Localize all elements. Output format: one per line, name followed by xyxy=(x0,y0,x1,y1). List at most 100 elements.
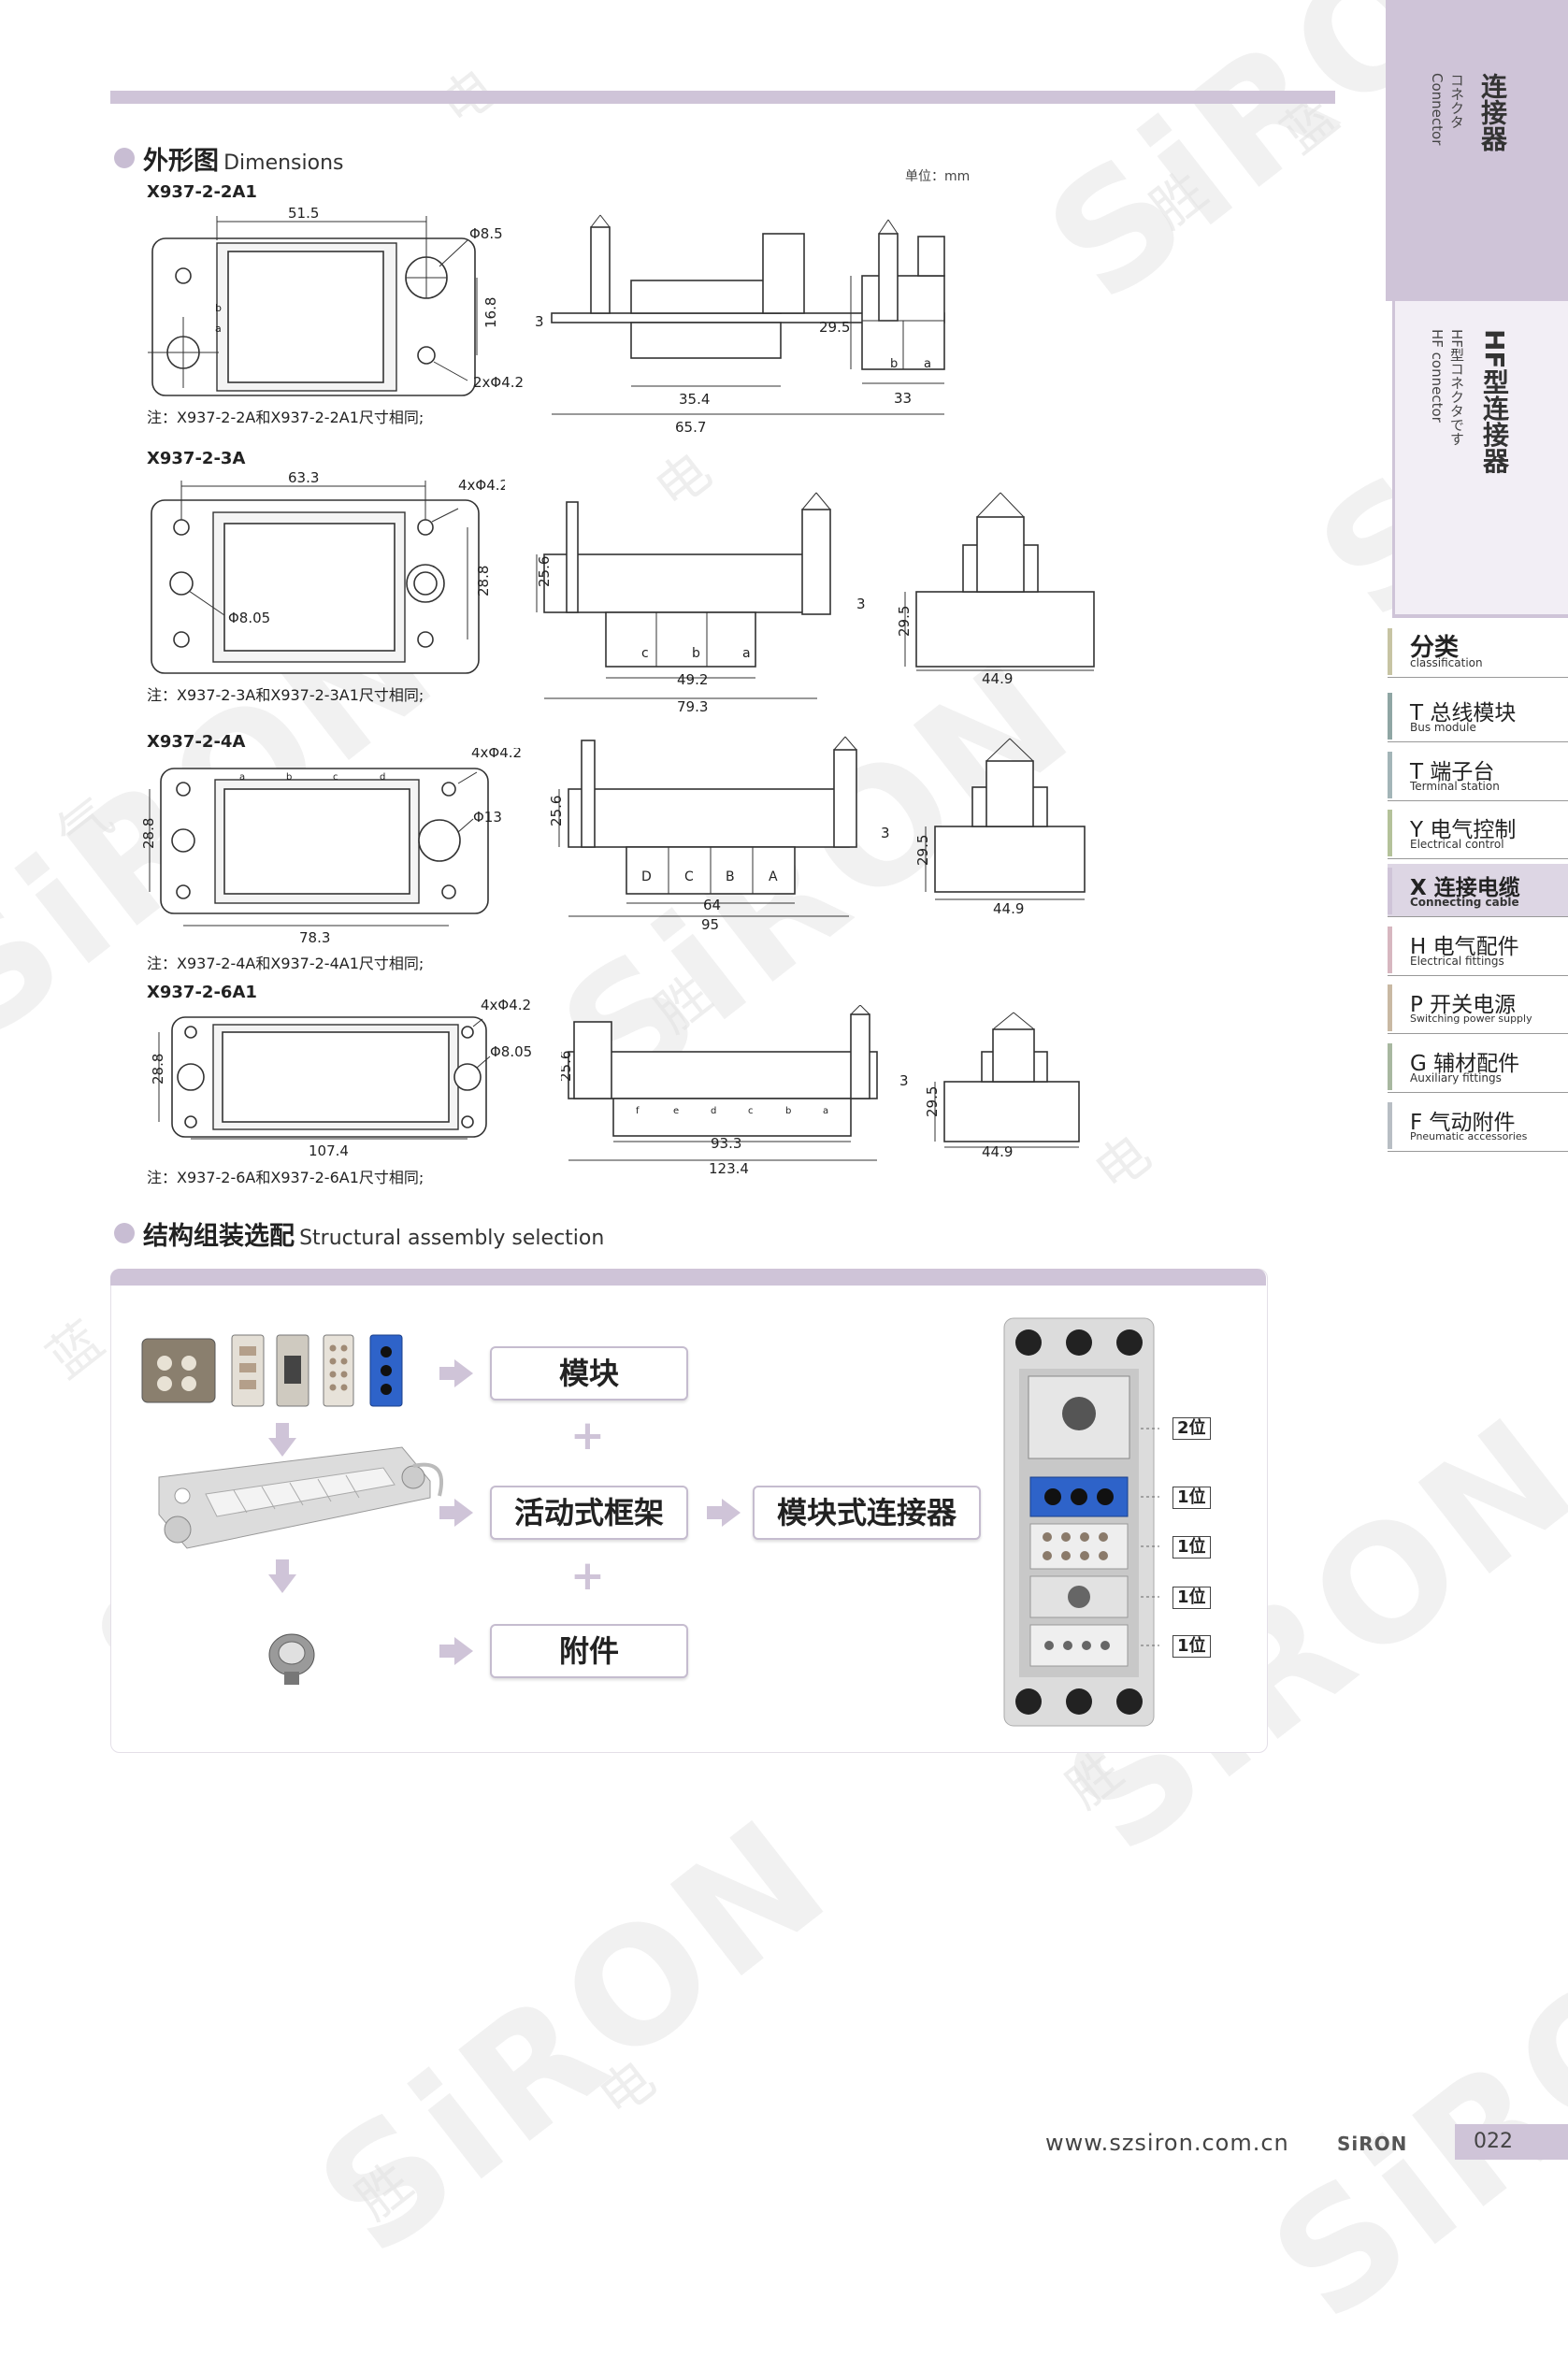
sidebar-item-terminal-station[interactable]: T 端子台 Terminal station xyxy=(1388,748,1568,801)
sidebar-title-jp: コネクタ xyxy=(1448,73,1465,129)
pin-label: a xyxy=(823,1106,828,1116)
dim-label: 51.5 xyxy=(288,205,319,222)
pin-label: b xyxy=(890,357,898,371)
model-label: X937-2-2A1 xyxy=(147,182,257,202)
drawing-x937-2-2a1: 51.5 Φ8.5 16.8 2xΦ4.2 b a 35.4 65.7 3 xyxy=(148,205,945,435)
dim-label: 65.7 xyxy=(675,419,706,435)
sidebar-item-bar xyxy=(1388,1102,1392,1149)
pin-label: b xyxy=(692,646,700,661)
frame-inner xyxy=(227,251,384,383)
page-number-tab: 022 xyxy=(1455,2124,1568,2160)
module-thumb xyxy=(323,1334,354,1407)
drawing-x937-2-4a-front: 4xΦ4.2 Φ13 28.8 78.3 a b c d xyxy=(140,748,522,946)
sidebar-title-cn: 连接器 xyxy=(1477,73,1508,151)
sidebar-item-classification[interactable]: 分类 classification xyxy=(1388,625,1568,678)
drawing-note: 注：X937-2-6A和X937-2-6A1尺寸相同; xyxy=(147,1169,424,1186)
pin-label: a xyxy=(924,357,931,371)
sidebar-item-label: X 连接电缆 xyxy=(1410,876,1520,900)
dim-label: 93.3 xyxy=(711,1135,741,1152)
sidebar-hf-en: HF connector xyxy=(1429,329,1446,423)
pin-label: A xyxy=(769,869,778,884)
sidebar-item-label: P 开关电源 xyxy=(1410,993,1517,1017)
sidebar-hf: HF型连接器 HF型コネクタです HF connector xyxy=(1392,301,1568,618)
watermark-char: 蓝 xyxy=(36,1310,116,1391)
footer-logo: SiRON xyxy=(1337,2133,1408,2155)
dim-label: Φ8.05 xyxy=(228,610,270,626)
arrow-down-icon xyxy=(268,1559,296,1593)
sidebar-item-auxiliary-fittings[interactable]: G 辅材配件 Auxiliary fittings xyxy=(1388,1040,1568,1093)
watermark-logo: SiRON xyxy=(1239,1848,1568,2356)
dim-label: 3 xyxy=(881,825,890,841)
pin-label: c xyxy=(641,646,649,661)
sidebar-item-bar xyxy=(1388,984,1392,1031)
dim-label: 29.5 xyxy=(914,835,931,866)
position-label: 1位 xyxy=(1172,1587,1211,1609)
dim-label: 33 xyxy=(894,390,912,407)
drawing-x937-2-4a-side: 25.6 D C B A 64 95 3 xyxy=(548,736,890,933)
section-subtitle: Dimensions xyxy=(223,151,344,175)
position-label: 1位 xyxy=(1172,1487,1211,1509)
footer-url[interactable]: www.szsiron.com.cn xyxy=(1045,2130,1289,2156)
sidebar-item-bar xyxy=(1388,810,1392,856)
dim-label: Φ13 xyxy=(473,809,502,826)
sidebar-hf-cn: HF型连接器 xyxy=(1479,329,1510,474)
drawing-note: 注：X937-2-3A和X937-2-3A1尺寸相同; xyxy=(147,686,424,704)
arrow-down-icon xyxy=(268,1423,296,1457)
model-label: X937-2-4A xyxy=(147,732,246,752)
drawing-x937-2-6a1-side: 25.6 f e d c b a 93.3 123.4 3 xyxy=(561,1005,909,1177)
section-subtitle: Structural assembly selection xyxy=(299,1227,605,1250)
sidebar-item-bar xyxy=(1388,628,1392,675)
sidebar-header: 连接器 コネクタ Connector xyxy=(1386,0,1568,301)
dim-label: Φ8.05 xyxy=(490,1043,532,1060)
sidebar-item-pneumatic-accessories[interactable]: F 气动附件 Pneumatic accessories xyxy=(1388,1099,1568,1152)
sidebar-item-electrical-fittings[interactable]: H 电气配件 Electrical fittings xyxy=(1388,923,1568,976)
dim-label: 28.8 xyxy=(140,818,157,849)
frame-image xyxy=(158,1446,444,1549)
pin-label: C xyxy=(684,869,694,884)
module-images xyxy=(141,1334,403,1407)
plus-icon: + xyxy=(570,1412,605,1459)
section-bullet xyxy=(114,1223,135,1243)
pin-label: D xyxy=(641,869,652,884)
dim-label: 3 xyxy=(899,1072,909,1089)
dim-label: Φ8.5 xyxy=(469,225,503,242)
dim-label: 79.3 xyxy=(677,698,708,715)
arrow-right-icon xyxy=(439,1359,473,1387)
section-bullet xyxy=(114,148,135,168)
sidebar-item-sub: Pneumatic accessories xyxy=(1410,1130,1528,1142)
sidebar-title-en: Connector xyxy=(1429,73,1446,146)
sidebar-item-connecting-cable[interactable]: X 连接电缆 Connecting cable xyxy=(1388,864,1568,917)
section-assembly-heading: 结构组装选配 Structural assembly selection xyxy=(143,1215,604,1252)
sidebar-item-sub: Electrical control xyxy=(1410,838,1504,851)
dim-label: 63.3 xyxy=(288,469,319,486)
sidebar-item-bar xyxy=(1388,927,1392,973)
section-dimensions-heading: 外形图 Dimensions xyxy=(143,140,344,177)
dim-label: 28.8 xyxy=(150,1054,166,1085)
dim-label: 25.6 xyxy=(561,1051,574,1082)
dim-label: 78.3 xyxy=(299,929,330,946)
dim-label: 29.5 xyxy=(924,1086,941,1117)
sidebar-item-sub: classification xyxy=(1410,656,1483,669)
sidebar-item-label: G 辅材配件 xyxy=(1410,1052,1520,1076)
accessory-image xyxy=(268,1633,315,1685)
sidebar-item-label: F 气动附件 xyxy=(1410,1111,1516,1135)
frame-box: 活动式框架 xyxy=(490,1486,688,1540)
unit-label: 单位：mm xyxy=(905,169,971,184)
dim-label: 49.2 xyxy=(677,671,708,688)
arrow-right-icon xyxy=(707,1499,741,1527)
dim-label: 29.5 xyxy=(819,319,850,336)
pin-label: d xyxy=(380,772,385,783)
sidebar-item-power-supply[interactable]: P 开关电源 Switching power supply xyxy=(1388,981,1568,1034)
module-box: 模块 xyxy=(490,1346,688,1401)
pin-label: c xyxy=(333,772,338,783)
sidebar-item-sub: Bus module xyxy=(1410,721,1476,734)
sidebar-item-bus-module[interactable]: T 总线模块 Bus module xyxy=(1388,689,1568,742)
sidebar-item-electrical-control[interactable]: Y 电气控制 Electrical control xyxy=(1388,806,1568,859)
dim-label: 16.8 xyxy=(482,297,499,328)
drawing-note: 注：X937-2-4A和X937-2-4A1尺寸相同; xyxy=(147,955,424,972)
pin-label: a xyxy=(215,323,222,335)
dim-label: 28.8 xyxy=(475,566,492,596)
dim-label: 2xΦ4.2 xyxy=(473,374,524,391)
dim-label: 3 xyxy=(535,313,544,330)
dim-label: 44.9 xyxy=(982,670,1013,687)
